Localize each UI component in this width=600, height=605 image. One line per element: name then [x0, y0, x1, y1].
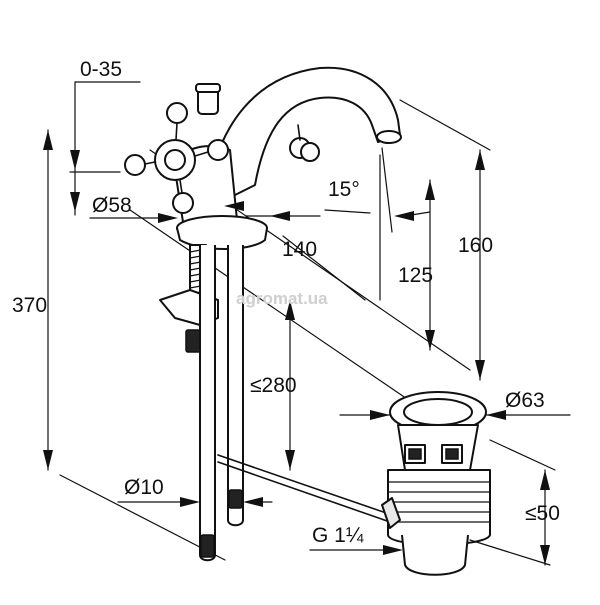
supply-pipe-left [199, 245, 216, 562]
label-max-deck-thickness: ≤280 [250, 374, 297, 397]
dimension-labels: 0-35 Ø58 370 140 15° 125 160 ≤280 Ø10 Ø6… [12, 58, 560, 547]
label-waste-thread: G 1¼ [312, 524, 364, 547]
top-knob-cap [195, 83, 221, 93]
label-spout-swivel: 0-35 [80, 58, 122, 81]
spout-outlet [376, 130, 402, 144]
dimension-lines [43, 81, 571, 566]
watermark: agromat.ua [236, 289, 328, 308]
label-outlet-height: 125 [398, 264, 433, 287]
label-pipe-diameter: Ø10 [124, 476, 164, 499]
label-total-height: 370 [12, 294, 47, 317]
label-spout-angle: 15° [328, 178, 360, 201]
label-base-diameter: Ø58 [92, 194, 132, 217]
label-spout-height: 160 [458, 234, 493, 257]
deck-line-base [59, 474, 226, 561]
popup-rod [217, 454, 393, 516]
label-waste-diameter: Ø63 [505, 389, 545, 412]
base-ring [176, 227, 268, 250]
supply-pipe-right [227, 245, 244, 527]
mounting-nut [185, 329, 201, 353]
spout [204, 66, 401, 211]
pipe-end-right [228, 489, 243, 509]
pipe-end-left [200, 534, 215, 558]
faucet-drawing [59, 66, 491, 576]
label-waste-length: ≤50 [525, 502, 560, 525]
label-spout-reach: 140 [282, 238, 317, 261]
cross-handle-right [289, 124, 320, 162]
cross-handle-left [124, 102, 229, 214]
waste-fitting [381, 391, 491, 576]
